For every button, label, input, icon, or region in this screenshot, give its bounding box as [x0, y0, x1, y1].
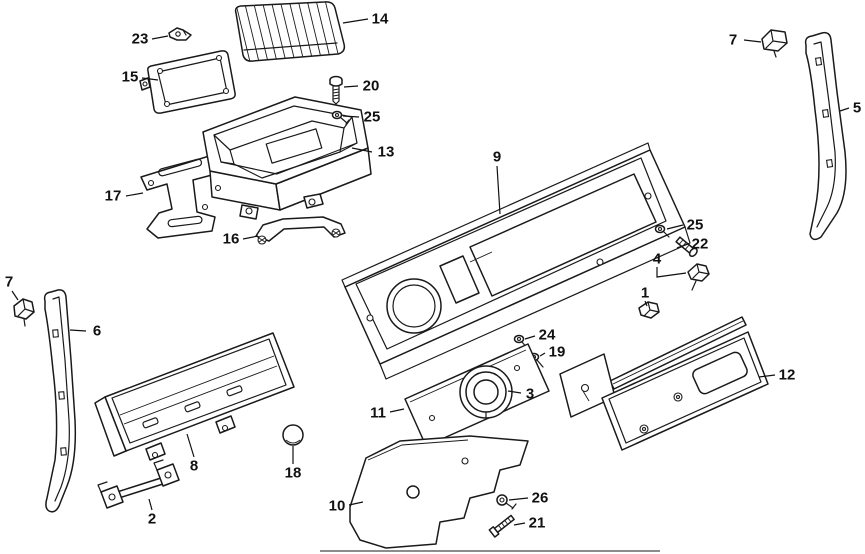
part-label-3: 3 — [526, 386, 534, 403]
part-15-cover-panel — [139, 50, 236, 114]
part-label-18: 18 — [285, 465, 302, 482]
leader-line-1 — [644, 300, 648, 307]
leader-line-14 — [342, 18, 369, 24]
part-2-bracket — [97, 459, 180, 509]
leader-line-3 — [507, 390, 522, 394]
part-9-instrument-panel-frame — [341, 142, 691, 380]
part-4-clip — [687, 263, 710, 291]
part-label-12: 12 — [779, 367, 796, 384]
leader-line-25 — [666, 224, 684, 230]
part-label-8: 8 — [190, 458, 198, 475]
part-label-10: 10 — [329, 498, 346, 515]
part-14-shelf-lid — [234, 1, 346, 62]
part-label-17: 17 — [105, 188, 122, 205]
leader-line-22 — [676, 243, 689, 249]
part-1-clip — [638, 301, 660, 319]
leader-line-2 — [148, 498, 153, 511]
leader-line-15 — [141, 77, 159, 81]
part-label-25: 25 — [364, 109, 381, 126]
part-label-24: 24 — [539, 327, 556, 344]
part-16-bracket — [255, 216, 346, 245]
part-label-21: 21 — [529, 515, 546, 532]
leader-line-10 — [348, 501, 364, 506]
leader-line-9 — [496, 165, 501, 215]
part-label-11: 11 — [370, 405, 386, 422]
part-25-screw-front — [331, 110, 350, 125]
part-5-pillar-trim-right — [804, 31, 847, 241]
part-25-screw-right — [654, 224, 670, 238]
part-label-14: 14 — [372, 11, 389, 28]
leader-line-26 — [508, 497, 529, 501]
part-23-clip-screw — [168, 27, 192, 41]
part-8-left-trim-panel — [94, 332, 295, 461]
leader-line-7 — [743, 39, 762, 43]
part-label-15: 15 — [122, 69, 139, 86]
part-3-bezel-ring — [465, 371, 507, 418]
part-label-7: 7 — [729, 32, 737, 49]
leader-line-21 — [513, 522, 526, 526]
part-label-16: 16 — [223, 231, 240, 248]
part-18-plug-cap — [282, 424, 304, 446]
part-20-bolt — [329, 75, 343, 105]
part-10-lower-panel — [349, 435, 529, 549]
part-label-4: 4 — [653, 251, 662, 268]
leader-line-12 — [758, 374, 776, 378]
leader-line-7 — [11, 290, 19, 301]
part-6-pillar-trim-left — [43, 289, 77, 513]
leader-line-16 — [242, 235, 259, 240]
part-label-26: 26 — [532, 490, 549, 507]
part-label-9: 9 — [493, 149, 501, 166]
part-7-clip-right — [761, 29, 788, 58]
lid-rib-hatching — [235, 1, 345, 62]
leader-line-20 — [343, 85, 359, 88]
leader-line-5 — [839, 107, 850, 112]
part-label-20: 20 — [363, 78, 380, 95]
leader-line-23 — [151, 35, 169, 40]
leader-line-24 — [524, 335, 536, 340]
leader-line-6 — [69, 329, 87, 332]
part-12-lower-right-panel — [559, 316, 769, 451]
part-13-glovebox-tray — [202, 96, 372, 220]
leader-line-13 — [351, 147, 373, 153]
leader-line-4 — [656, 267, 687, 278]
leader-line-17 — [125, 192, 144, 197]
part-label-6: 6 — [93, 323, 101, 340]
part-label-22: 22 — [692, 236, 709, 253]
part-label-25: 25 — [687, 217, 704, 234]
part-26-screw-washer — [496, 494, 517, 510]
leader-line-25 — [342, 115, 360, 118]
part-7-clip-left — [13, 298, 35, 327]
part-label-7: 7 — [5, 274, 13, 291]
part-label-13: 13 — [378, 144, 395, 161]
part-label-5: 5 — [853, 100, 861, 117]
leader-line-19 — [539, 352, 546, 357]
part-21-bolt — [488, 514, 515, 538]
part-label-19: 19 — [549, 344, 566, 361]
leader-line-11 — [389, 408, 405, 413]
part-label-23: 23 — [132, 31, 149, 48]
part-label-1: 1 — [641, 285, 649, 302]
part-label-2: 2 — [148, 511, 156, 528]
leader-line-8 — [186, 433, 195, 458]
